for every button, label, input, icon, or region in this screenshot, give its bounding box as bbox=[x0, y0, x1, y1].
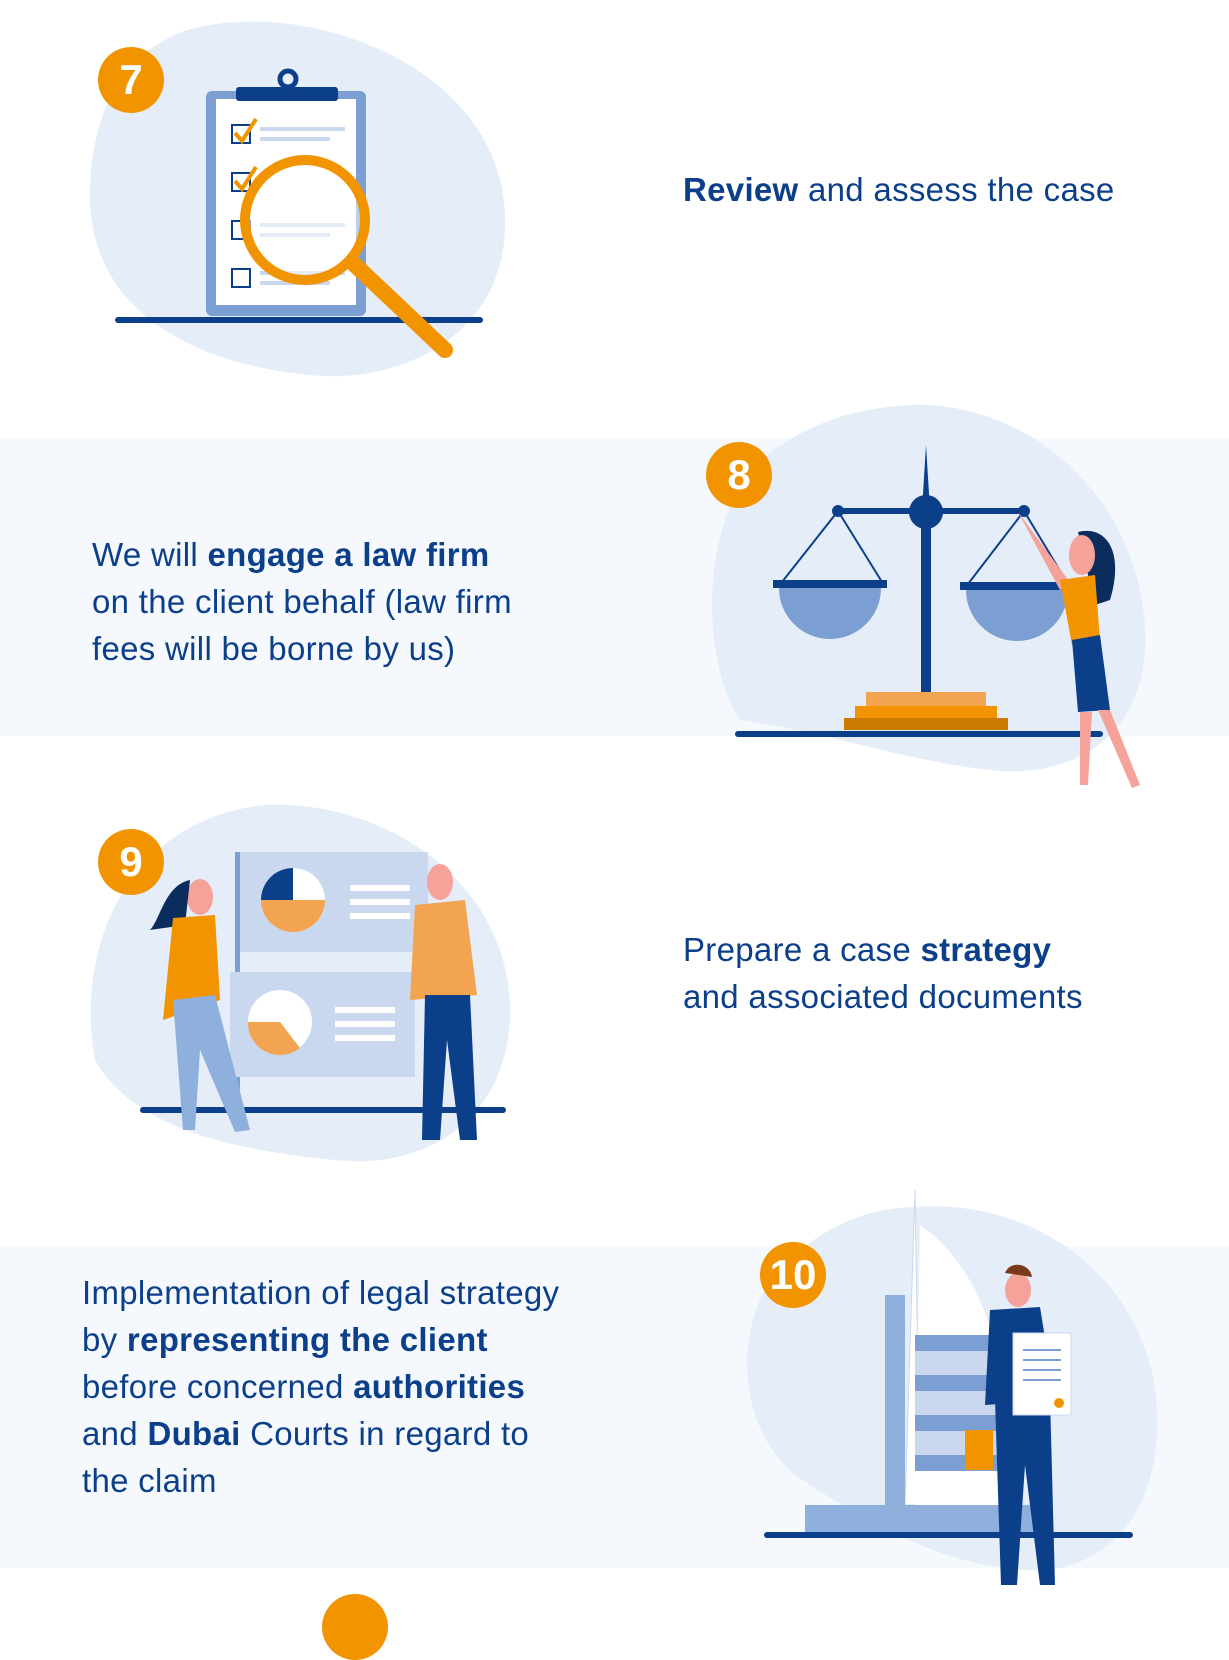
text: and assess the case bbox=[798, 171, 1115, 208]
presentation-illustration bbox=[90, 804, 511, 1162]
text-bold: engage a law firm bbox=[207, 536, 490, 573]
text-bold: Dubai bbox=[147, 1415, 241, 1452]
text: and associated documents bbox=[683, 978, 1083, 1015]
text-bold: Review bbox=[683, 171, 799, 208]
text: before concerned bbox=[82, 1368, 354, 1405]
step-10-number-badge: 10 bbox=[760, 1242, 826, 1308]
text: and bbox=[82, 1415, 148, 1452]
text: the claim bbox=[82, 1462, 217, 1499]
text: Courts in regard to bbox=[240, 1415, 530, 1452]
step-9-number-badge: 9 bbox=[98, 829, 164, 895]
text-bold: representing the client bbox=[126, 1321, 488, 1358]
dubai-lawyer-illustration bbox=[747, 1189, 1158, 1585]
text: fees will be borne by us) bbox=[92, 630, 456, 667]
step-7-text: Review and assess the case bbox=[683, 166, 1115, 213]
text: on the client behalf (law firm bbox=[92, 583, 512, 620]
text: by bbox=[82, 1321, 127, 1358]
text: Prepare a case bbox=[683, 931, 921, 968]
step-10-text: Implementation of legal strategy by repr… bbox=[82, 1269, 559, 1504]
text: We will bbox=[92, 536, 208, 573]
step-7-number-badge: 7 bbox=[98, 47, 164, 113]
text-bold: authorities bbox=[353, 1368, 526, 1405]
text-bold: strategy bbox=[920, 931, 1052, 968]
step-8-number-badge: 8 bbox=[706, 442, 772, 508]
scales-of-justice-illustration bbox=[712, 404, 1146, 788]
next-step-number-badge-partial bbox=[322, 1594, 388, 1660]
step-8-text: We will engage a law firm on the client … bbox=[92, 531, 512, 672]
clipboard-magnifier-illustration bbox=[90, 21, 506, 377]
step-9-text: Prepare a case strategy and associated d… bbox=[683, 926, 1083, 1020]
text: Implementation of legal strategy bbox=[82, 1274, 560, 1311]
